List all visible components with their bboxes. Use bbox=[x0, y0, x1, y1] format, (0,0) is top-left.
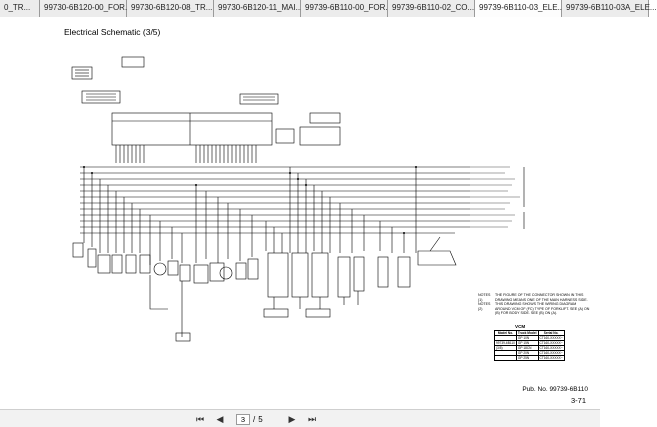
page-separator: / bbox=[253, 414, 256, 424]
note-text: THIS DRAWING SHOWS THE WIRING DIAGRAM AR… bbox=[495, 302, 590, 316]
connector-block bbox=[81, 90, 121, 104]
document-tab[interactable]: 99739-6B110-00_FOR... bbox=[301, 0, 392, 17]
connector-block bbox=[267, 252, 289, 298]
table-cell: CT160-XXXXX~ bbox=[537, 340, 565, 346]
pdf-navigation-toolbar: ⏮ ◀ / 5 ▶ ⏭ bbox=[0, 409, 600, 427]
document-tab[interactable]: 99739-6B110-03A_ELE... bbox=[562, 0, 657, 17]
document-tab-active[interactable]: 99739-6B110-03_ELE... bbox=[475, 0, 564, 17]
connector-block bbox=[121, 56, 145, 68]
schematic-notes: NOTES (1) THE FIGURE OF THE CONNECTOR SH… bbox=[478, 293, 590, 316]
table-cell bbox=[494, 355, 517, 361]
sensor-component bbox=[179, 264, 191, 282]
table-cell: 99739-6B110 bbox=[494, 340, 517, 346]
current-page-input[interactable] bbox=[236, 413, 250, 425]
document-tab[interactable]: 99730-6B120-11_MAI... bbox=[214, 0, 302, 17]
table-row: GP 25N CT160-XXXXX~ bbox=[494, 355, 565, 361]
table-cell: CT160-XXXXX~ bbox=[537, 335, 565, 341]
note-label: NOTES (1) bbox=[478, 293, 491, 302]
seat-switch-component bbox=[417, 250, 457, 266]
sensor-component bbox=[353, 256, 365, 292]
page-number-label: 3-71 bbox=[570, 396, 586, 405]
vcm-unit bbox=[111, 112, 273, 146]
page-title: Electrical Schematic (3/5) bbox=[64, 27, 161, 37]
sensor-component bbox=[97, 254, 111, 274]
motor-component bbox=[219, 266, 233, 280]
connector-block bbox=[291, 252, 309, 298]
table-cell: CT160-XXXXX~ bbox=[537, 345, 565, 351]
note-label: NOTES (2) bbox=[478, 302, 491, 311]
document-tab-bar: 0_TR... 99730-6B120-00_FOR... 99730-6B12… bbox=[0, 0, 657, 17]
document-page: Electrical Schematic (3/5) bbox=[0, 17, 600, 409]
connector-block bbox=[239, 93, 279, 105]
vcm-table-title: VCM bbox=[515, 324, 526, 329]
sensor-component bbox=[209, 262, 225, 282]
table-cell: CT160-XXXXX~ bbox=[537, 350, 565, 356]
relay-block bbox=[299, 126, 341, 146]
sensor-component bbox=[111, 254, 123, 274]
table-cell: CT160-XXXXX~ bbox=[537, 355, 565, 361]
document-tab[interactable]: 0_TR... bbox=[0, 0, 40, 17]
document-tab[interactable]: 99730-6B120-08_TR... bbox=[127, 0, 214, 17]
note-item: NOTES (1) THE FIGURE OF THE CONNECTOR SH… bbox=[478, 293, 590, 302]
connector-block bbox=[71, 66, 93, 80]
document-tab[interactable]: 99730-6B120-00_FOR... bbox=[40, 0, 132, 17]
sensor-component bbox=[193, 264, 209, 284]
sensor-component bbox=[139, 254, 151, 274]
note-text: THE FIGURE OF THE CONNECTOR SHOWN IN THI… bbox=[495, 293, 588, 302]
sensor-component bbox=[125, 254, 137, 274]
sensor-component bbox=[377, 256, 389, 288]
sensor-component bbox=[247, 258, 259, 280]
switch-component bbox=[167, 260, 179, 276]
motor-component bbox=[153, 262, 167, 276]
sensor-component bbox=[337, 256, 351, 298]
sensor-component bbox=[397, 256, 411, 288]
previous-page-icon[interactable]: ◀ bbox=[216, 414, 224, 424]
fuse-component bbox=[72, 242, 84, 258]
next-page-icon[interactable]: ▶ bbox=[288, 414, 296, 424]
table-header-cell: Truck Model bbox=[515, 330, 539, 336]
switch-component bbox=[235, 262, 247, 280]
connector-block bbox=[263, 308, 289, 318]
relay-block bbox=[275, 128, 295, 144]
page-selector: / 5 bbox=[236, 413, 263, 425]
publication-number: Pub. No. 99739-6B110 bbox=[522, 386, 588, 393]
first-page-icon[interactable]: ⏮ bbox=[195, 414, 205, 424]
connector-block bbox=[175, 332, 191, 342]
note-item: NOTES (2) THIS DRAWING SHOWS THE WIRING … bbox=[478, 302, 590, 316]
connector-block bbox=[311, 252, 329, 298]
wiring-schematic bbox=[71, 56, 525, 342]
document-tab[interactable]: 99739-6B110-02_CO... bbox=[388, 0, 475, 17]
connector-block bbox=[305, 308, 331, 318]
connector-block bbox=[309, 112, 341, 124]
table-cell: GP 25N bbox=[515, 355, 539, 361]
switch-component bbox=[87, 248, 97, 268]
vcm-model-table: Model No. Truck Model Serial No. GP 10N … bbox=[494, 330, 565, 361]
total-pages: 5 bbox=[258, 414, 263, 424]
table-header-row: Model No. Truck Model Serial No. bbox=[494, 330, 565, 336]
last-page-icon[interactable]: ⏭ bbox=[307, 414, 317, 424]
